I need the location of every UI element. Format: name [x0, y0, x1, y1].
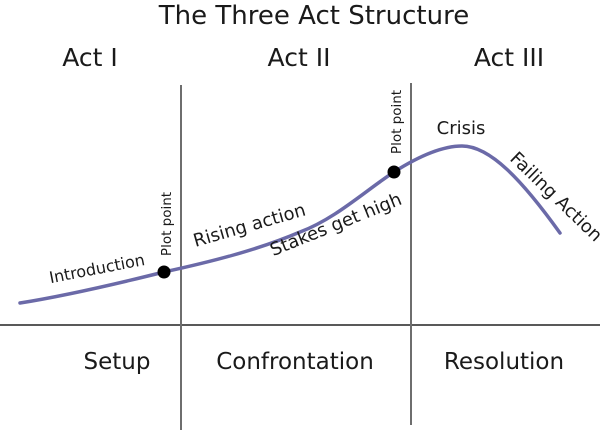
act2-heading: Act II [268, 43, 331, 72]
stage-label-confrontation: Confrontation [216, 349, 374, 375]
stage-label-setup: Setup [84, 349, 151, 375]
plot-point-dot-1 [157, 265, 171, 279]
crisis-label: Crisis [437, 118, 486, 139]
act1-heading: Act I [62, 43, 118, 72]
diagram-title: The Three Act Structure [158, 1, 469, 31]
failing-action-label: Failing Action [505, 148, 600, 246]
stage-label-resolution: Resolution [444, 349, 564, 375]
plot-point-1-label: Plot point [159, 192, 175, 256]
plot-point-dot-2 [387, 165, 401, 179]
act3-heading: Act III [474, 43, 544, 72]
plot-point-2-label: Plot point [389, 90, 405, 154]
story-arc-curve [18, 144, 562, 305]
